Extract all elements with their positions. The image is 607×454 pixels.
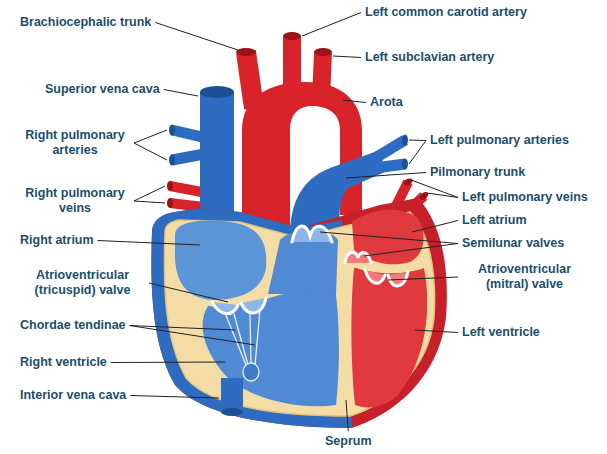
vessel-end: [167, 181, 173, 191]
aortic-valve: [345, 253, 371, 263]
chorda: [234, 314, 248, 365]
leader-line: [427, 193, 458, 198]
leader-line: [164, 90, 198, 97]
part-label: Right ventricle: [20, 355, 107, 370]
leader-line: [130, 396, 219, 399]
leader-line: [409, 140, 426, 142]
vessel-end: [314, 48, 332, 56]
leader-line: [98, 241, 200, 246]
part-label: Left pulmonary veins: [462, 190, 588, 205]
pulmonary-valve: [292, 226, 332, 242]
part-label: Left ventricle: [462, 325, 540, 340]
leader-line: [134, 130, 167, 143]
vessel-end: [236, 48, 256, 56]
leader-line: [388, 277, 458, 280]
part-label: Left subclavian artery: [365, 50, 494, 65]
vessel-end: [402, 159, 408, 170]
chordae: [225, 310, 260, 381]
inferior-vena-cava: [221, 378, 243, 416]
part-label: Interior vena cava: [20, 388, 126, 403]
right-atrium: [175, 221, 266, 300]
part-label: Seprum: [325, 434, 372, 449]
part-label: Right atrium: [20, 233, 94, 248]
part-label: Arota: [370, 95, 403, 110]
leader-line: [302, 13, 361, 37]
valves: [212, 226, 408, 314]
vessel-end: [283, 32, 301, 40]
leader-line: [134, 186, 165, 201]
vessel: [200, 92, 234, 222]
part-label: Right pulmonary veins: [20, 186, 130, 216]
vessel-end: [402, 177, 414, 187]
heart-body: [151, 198, 446, 428]
tricuspid-flap: [241, 298, 266, 313]
left-ventricle: [351, 268, 427, 408]
part-label: Atrioventricular (mitral) valve: [462, 262, 587, 292]
leader-line: [320, 232, 458, 244]
leader-line: [130, 326, 255, 346]
tricuspid-flap: [212, 302, 238, 314]
part-label: Brachiocephalic trunk: [20, 15, 151, 30]
leader-line: [343, 100, 366, 103]
part-label: Superior vena cava: [45, 82, 160, 97]
leader-line: [149, 283, 228, 302]
leader-line: [346, 400, 348, 431]
leader-line: [111, 362, 225, 364]
leader-line: [364, 244, 458, 257]
chorda: [255, 310, 260, 365]
part-label: Chordae tendinae: [20, 318, 126, 333]
leader-line: [415, 330, 458, 333]
superior-vena-cava: [200, 86, 234, 222]
leader-line: [409, 141, 426, 165]
part-label: Right pulmonary arteries: [20, 128, 130, 158]
vessel-end: [169, 125, 175, 136]
part-label: Pilmonary trunk: [430, 165, 525, 180]
part-label: Left pulmonary arteries: [430, 133, 569, 148]
leader-line: [346, 173, 426, 179]
leader-line: [411, 180, 458, 198]
leader-line: [333, 56, 361, 58]
part-label: Atrioventricular (tricuspid) valve: [20, 268, 145, 298]
vessel-end: [167, 198, 173, 208]
vessel: [221, 378, 243, 412]
vessel-end: [200, 86, 234, 98]
leader-line: [155, 23, 238, 51]
vessel-end: [402, 135, 408, 146]
part-label: Semilunar valves: [462, 236, 564, 251]
vessel-end: [221, 408, 243, 416]
vessel-end: [418, 190, 429, 201]
part-label: Left atrium: [462, 213, 527, 228]
leader-line: [134, 143, 167, 160]
heart-outer: [151, 198, 446, 428]
papillary-muscle: [243, 363, 259, 381]
vessel: [246, 52, 254, 108]
chorda: [250, 313, 251, 365]
leader-line: [134, 201, 165, 203]
vessel-end: [169, 155, 175, 166]
leader-line: [412, 221, 458, 233]
mitral-flap: [365, 270, 385, 283]
part-label: Left common carotid artery: [365, 5, 527, 20]
